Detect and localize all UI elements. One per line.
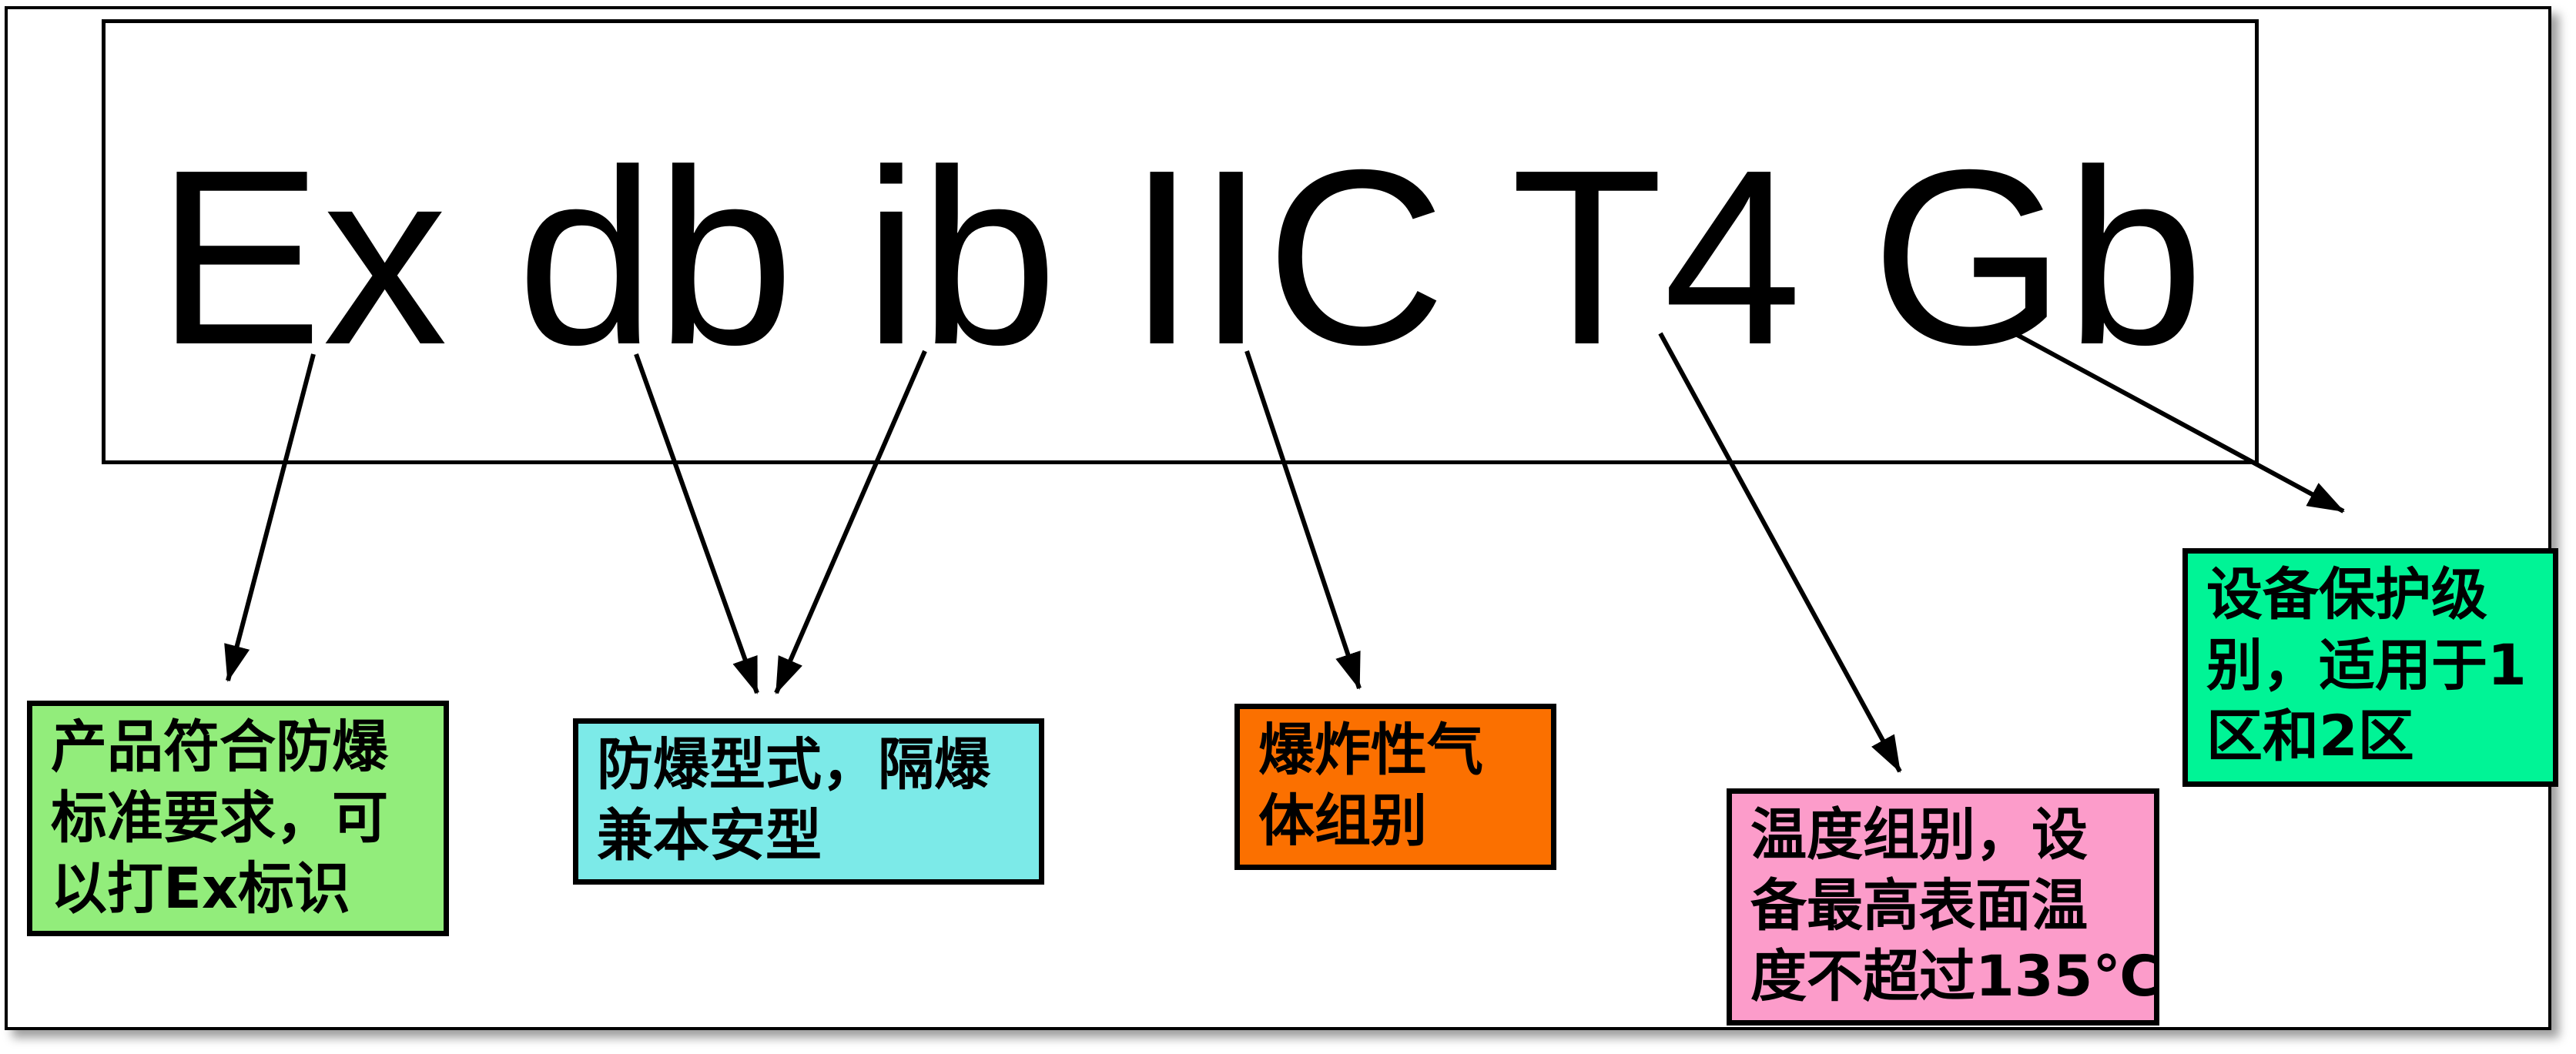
annotation-box-equipment-protection-level: 设备保护级 别，适用于1 区和2区: [2182, 548, 2558, 787]
annotation-box-ex-mark: 产品符合防爆 标准要求，可 以打Ex标识: [27, 701, 449, 936]
annotation-text-line: 设备保护级: [2206, 562, 2487, 627]
annotation-text-line: 区和2区: [2206, 704, 2414, 769]
annotation-box-gas-group: 爆炸性气 体组别: [1234, 704, 1556, 870]
annotation-text-line: 防爆型式，隔爆: [597, 732, 990, 798]
annotation-text-line: 标准要求，可: [51, 785, 388, 851]
annotation-text-line: 度不超过135℃: [1750, 944, 2159, 1009]
outer-frame: Ex db ib IIC T4 Gb 产品符合防爆 标准要求，可 以打Ex标识 …: [5, 6, 2558, 1030]
marking-text: Ex db ib IIC T4 Gb: [156, 117, 2205, 397]
annotation-text-line: 以打Ex标识: [51, 856, 350, 922]
annotation-text-line: 爆炸性气: [1258, 718, 1483, 783]
annotation-text-line: 体组别: [1258, 788, 1427, 854]
annotation-text-line: 温度组别，设: [1750, 802, 2088, 868]
annotation-box-protection-type: 防爆型式，隔爆 兼本安型: [573, 718, 1044, 885]
annotation-text-line: 别，适用于1: [2206, 633, 2527, 698]
annotation-box-temperature-class: 温度组别，设 备最高表面温 度不超过135℃: [1727, 788, 2159, 1026]
annotation-text-line: 兼本安型: [597, 803, 822, 868]
marking-box: Ex db ib IIC T4 Gb: [102, 19, 2259, 464]
annotation-text-line: 产品符合防爆: [51, 714, 388, 780]
annotation-text-line: 备最高表面温: [1750, 873, 2088, 939]
